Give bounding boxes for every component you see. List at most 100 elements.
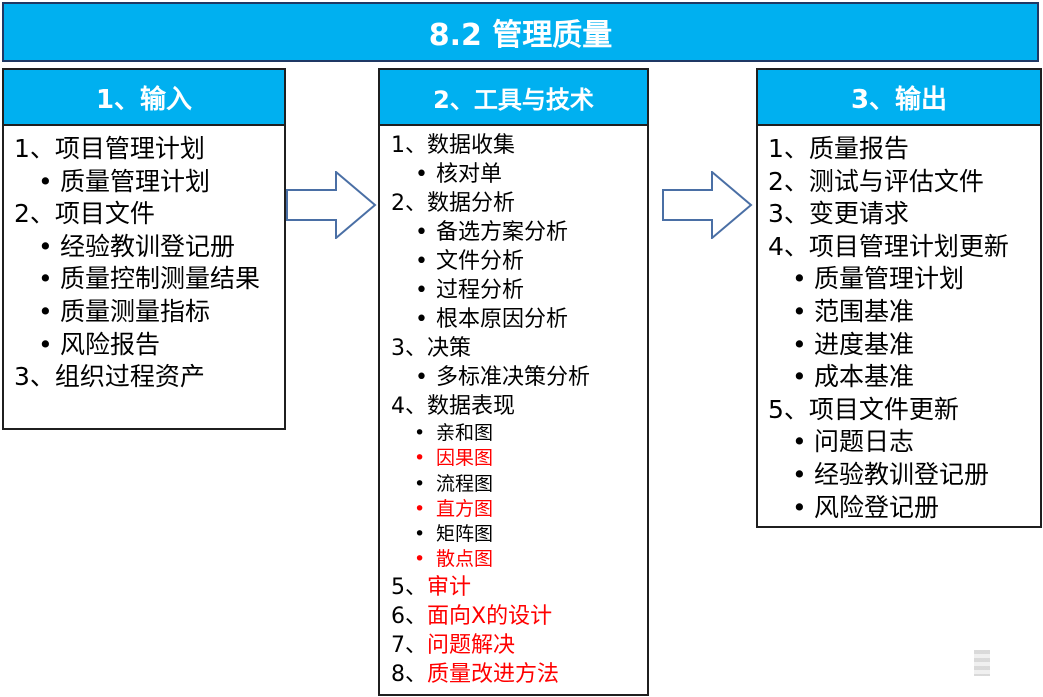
item-label: 风险登记册 xyxy=(814,492,940,522)
bullet-icon: • xyxy=(415,365,428,390)
bullet-icon: • xyxy=(415,278,428,303)
list-item: 3、变更请求 xyxy=(768,199,909,229)
bullet-icon: • xyxy=(414,548,426,571)
list-item: 1、数据收集 xyxy=(391,133,515,158)
item-label: 问题日志 xyxy=(814,427,915,457)
item-label: 问题解决 xyxy=(427,632,516,658)
item-label: 质量管理计划 xyxy=(60,166,211,196)
tools-box: 2、工具与技术 1、数据收集 • 核对单 2、数据分析 •备选方案分析 • 文件分析… xyxy=(378,68,649,696)
bullet-icon: • xyxy=(414,523,426,546)
flow-arrow-2 xyxy=(662,171,753,239)
list-item: • 亲和图 xyxy=(380,421,647,446)
list-item: •进度基准 xyxy=(758,329,1040,362)
bullet-icon: • xyxy=(792,427,807,457)
item-label: 经验教训登记册 xyxy=(814,459,990,489)
outputs-header: 3、输出 xyxy=(758,70,1040,126)
list-item: 8、质量改进方法 xyxy=(380,660,647,689)
item-label: 质量控制测量结果 xyxy=(60,264,261,294)
list-item: •经验教训登记册 xyxy=(4,231,284,264)
item-number: 5、 xyxy=(391,574,427,600)
bullet-icon: • xyxy=(415,307,428,332)
item-label: 风险报告 xyxy=(60,329,161,359)
bullet-icon: • xyxy=(38,264,53,294)
bullet-icon: • xyxy=(414,422,426,444)
list-item: 6、面向X的设计 xyxy=(380,602,647,631)
tools-list: 1、数据收集 • 核对单 2、数据分析 •备选方案分析 • 文件分析 • 过程分析 •… xyxy=(380,126,647,689)
list-item: •风险报告 xyxy=(4,329,284,362)
bullet-icon: • xyxy=(792,264,807,294)
list-item: 1、质量报告 xyxy=(768,134,909,163)
list-item: •经验教训登记册 xyxy=(758,459,1040,492)
diagram-title: 8.2 管理质量 xyxy=(2,2,1039,62)
item-label: 文件分析 xyxy=(436,249,525,274)
item-label: 质量测量指标 xyxy=(60,296,211,326)
list-item: • 过程分析 xyxy=(380,276,647,305)
item-label: 根本原因分析 xyxy=(436,307,569,332)
item-label: 质量管理计划 xyxy=(814,264,965,294)
list-item: • 根本原因分析 xyxy=(380,305,647,334)
bullet-icon: • xyxy=(414,472,426,495)
bullet-icon: • xyxy=(38,329,53,359)
bullet-icon: • xyxy=(414,447,426,470)
list-item: •问题日志 xyxy=(758,426,1040,459)
list-item: • 文件分析 xyxy=(380,247,647,276)
item-label: 过程分析 xyxy=(436,278,525,303)
list-item: •质量管理计划 xyxy=(758,263,1040,296)
item-label: 质量改进方法 xyxy=(427,661,560,687)
list-item: • 散点图 xyxy=(380,547,647,572)
item-label: 亲和图 xyxy=(436,422,494,444)
outputs-box: 3、输出 1、质量报告 2、测试与评估文件 3、变更请求 4、项目管理计划更新 … xyxy=(756,68,1042,528)
inputs-box: 1、输入 1、项目管理计划 •质量管理计划 2、项目文件 •经验教训登记册 •质… xyxy=(2,68,286,430)
list-item: • 多标准决策分析 xyxy=(380,363,647,392)
item-label: 审计 xyxy=(427,574,472,600)
list-item: 1、项目管理计划 xyxy=(14,134,205,163)
list-item: •质量控制测量结果 xyxy=(4,263,272,296)
item-label: 面向X的设计 xyxy=(427,603,553,629)
item-label: 矩阵图 xyxy=(436,523,494,546)
bullet-icon: • xyxy=(792,329,807,359)
bullet-icon: • xyxy=(38,231,53,261)
item-label: 成本基准 xyxy=(814,362,915,392)
bullet-icon: • xyxy=(415,162,428,187)
inputs-header: 1、输入 xyxy=(4,70,284,126)
list-item: •范围基准 xyxy=(758,296,1040,329)
list-item: 5、项目文件更新 xyxy=(768,394,959,424)
list-item: 4、项目管理计划更新 xyxy=(768,231,1009,261)
item-label: 核对单 xyxy=(436,162,503,187)
item-label: 经验教训登记册 xyxy=(60,231,236,261)
item-number: 7、 xyxy=(391,632,427,658)
list-item: 2、测试与评估文件 xyxy=(768,166,984,196)
item-label: 进度基准 xyxy=(814,329,915,359)
bullet-icon: • xyxy=(792,459,807,489)
item-label: 流程图 xyxy=(436,472,494,495)
item-label: 散点图 xyxy=(436,548,494,571)
outputs-list: 1、质量报告 2、测试与评估文件 3、变更请求 4、项目管理计划更新 •质量管理… xyxy=(758,126,1040,524)
list-item: • 矩阵图 xyxy=(380,522,647,547)
list-item: •因果图 xyxy=(380,446,647,471)
list-item: 2、数据分析 xyxy=(391,191,515,216)
flow-arrow-1 xyxy=(286,171,377,239)
item-label: 直方图 xyxy=(436,497,494,520)
item-number: 8、 xyxy=(391,661,427,687)
bullet-icon: • xyxy=(38,166,53,196)
item-label: 范围基准 xyxy=(814,296,915,326)
bullet-icon: • xyxy=(792,492,807,522)
list-item: 3、决策 xyxy=(391,336,471,361)
list-item: • 流程图 xyxy=(380,472,647,497)
list-item: 3、组织过程资产 xyxy=(14,362,205,392)
inputs-list: 1、项目管理计划 •质量管理计划 2、项目文件 •经验教训登记册 •质量控制测量… xyxy=(4,126,284,394)
bullet-icon: • xyxy=(38,296,53,326)
list-item: •成本基准 xyxy=(758,361,1040,394)
list-item: • 核对单 xyxy=(380,160,647,189)
bullet-icon: • xyxy=(792,296,807,326)
list-item: 4、数据表现 xyxy=(391,394,515,419)
list-item: •质量测量指标 xyxy=(4,296,284,329)
list-item: • 直方图 xyxy=(380,497,647,522)
tools-header: 2、工具与技术 xyxy=(380,70,647,126)
item-label: 多标准决策分析 xyxy=(436,365,591,390)
list-item: •备选方案分析 xyxy=(380,218,647,247)
list-item: •质量管理计划 xyxy=(4,166,284,199)
bullet-icon: • xyxy=(414,497,426,520)
list-item: 5、审计 xyxy=(380,573,647,602)
bullet-icon: • xyxy=(415,249,428,274)
